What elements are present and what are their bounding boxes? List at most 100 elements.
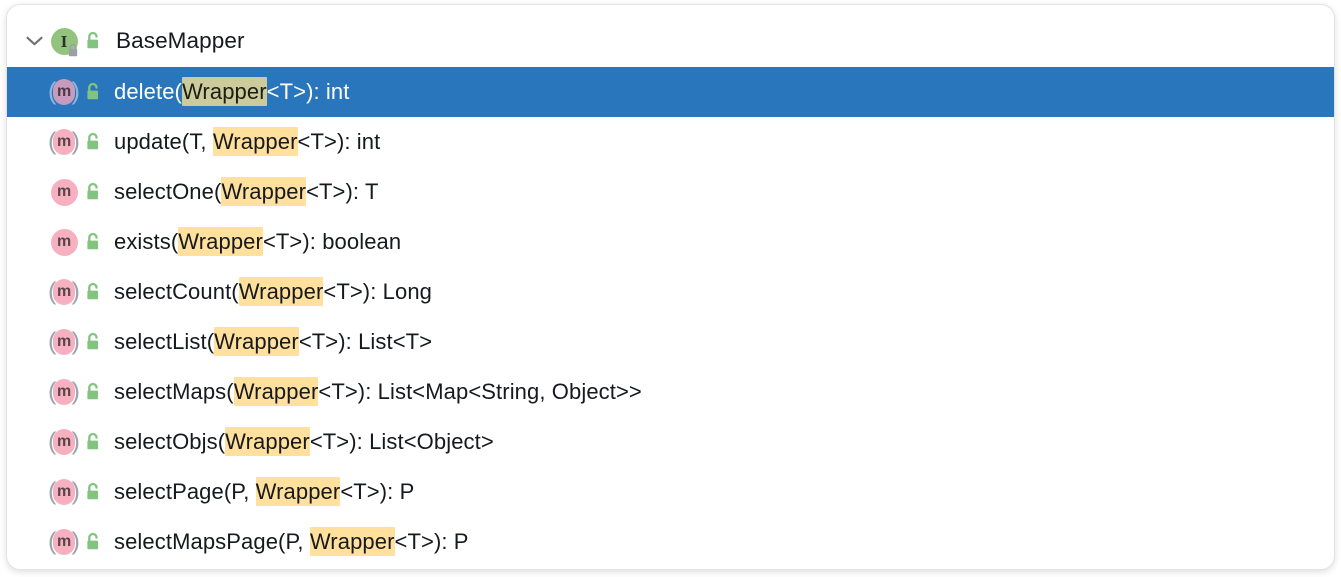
abstract-paren-right: ) xyxy=(71,377,80,406)
method-icon-letter: m xyxy=(50,178,78,206)
method-icon-letter: m xyxy=(53,529,75,555)
abstract-paren-right: ) xyxy=(71,477,80,506)
abstract-paren-right: ) xyxy=(71,77,80,106)
interface-letter: I xyxy=(50,27,78,55)
padlock-open-shape xyxy=(87,282,98,300)
search-match-highlight: Wrapper xyxy=(225,427,310,456)
abstract-paren-right: ) xyxy=(71,277,80,306)
padlock-open-shape xyxy=(87,332,98,350)
padlock-open-shape xyxy=(87,232,98,250)
abstract-paren-left: ( xyxy=(48,127,57,156)
signature-suffix: <T>): int xyxy=(297,129,381,154)
lock-closed-icon xyxy=(68,43,78,57)
tree-node-basemapper[interactable]: I BaseMapper xyxy=(7,16,1334,66)
default-method-icon: m xyxy=(49,177,79,207)
padlock-open-shape xyxy=(87,382,98,400)
method-icon-letter: m xyxy=(53,329,75,355)
method-icon-shape: ()m xyxy=(48,427,80,457)
public-unlocked-icon xyxy=(80,329,106,355)
padlock-open-shape xyxy=(87,182,98,200)
member-row[interactable]: ()m selectMapsPage(P, Wrapper<T>): P xyxy=(7,517,1334,567)
public-unlocked-icon xyxy=(80,129,106,155)
member-signature: update(T, Wrapper<T>): int xyxy=(106,127,381,156)
padlock-open-shape xyxy=(87,432,98,450)
member-row[interactable]: m exists(Wrapper<T>): boolean xyxy=(7,217,1334,267)
method-icon-shape: ()m xyxy=(48,377,80,407)
signature-prefix: selectList( xyxy=(114,329,215,354)
signature-suffix: <T>): List<T> xyxy=(298,329,433,354)
member-row[interactable]: ()m update(T, Wrapper<T>): int xyxy=(7,117,1334,167)
abstract-paren-left: ( xyxy=(48,427,57,456)
member-row[interactable]: m selectOne(Wrapper<T>): T xyxy=(7,167,1334,217)
padlock-open-shape xyxy=(87,31,98,49)
abstract-method-icon: ()m xyxy=(48,327,80,357)
signature-prefix: update(T, xyxy=(114,129,213,154)
abstract-paren-left: ( xyxy=(48,477,57,506)
member-row[interactable]: ()m selectPage(P, Wrapper<T>): P xyxy=(7,467,1334,517)
signature-suffix: <T>): boolean xyxy=(262,229,402,254)
signature-prefix: selectMaps( xyxy=(114,379,234,404)
default-method-icon: m xyxy=(49,227,79,257)
abstract-method-icon: ()m xyxy=(48,427,80,457)
abstract-paren-left: ( xyxy=(48,377,57,406)
signature-suffix: <T>): List<Object> xyxy=(309,429,494,454)
search-match-highlight: Wrapper xyxy=(181,77,267,106)
method-icon-letter: m xyxy=(53,379,75,405)
member-signature: selectPage(P, Wrapper<T>): P xyxy=(106,477,414,506)
search-match-highlight: Wrapper xyxy=(238,277,324,306)
public-unlocked-icon xyxy=(80,79,106,105)
chevron-down-icon[interactable] xyxy=(25,36,43,46)
signature-suffix: <T>): int xyxy=(266,79,350,104)
signature-prefix: delete( xyxy=(114,79,182,104)
signature-suffix: <T>): List<Map<String, Object>> xyxy=(318,379,642,404)
method-icon-shape: ()m xyxy=(48,77,80,107)
public-unlocked-icon xyxy=(80,429,106,455)
signature-prefix: exists( xyxy=(114,229,179,254)
method-icon-shape: ()m xyxy=(48,127,80,157)
member-signature: exists(Wrapper<T>): boolean xyxy=(106,227,402,256)
padlock-open-shape xyxy=(87,482,98,500)
search-match-highlight: Wrapper xyxy=(233,377,319,406)
public-unlocked-icon xyxy=(80,279,106,305)
search-match-highlight: Wrapper xyxy=(309,527,395,556)
signature-suffix: <T>): P xyxy=(394,529,469,554)
abstract-method-icon: ()m xyxy=(48,277,80,307)
method-icon-letter: m xyxy=(53,279,75,305)
signature-suffix: <T>): T xyxy=(306,179,379,204)
member-signature: selectCount(Wrapper<T>): Long xyxy=(106,277,432,306)
abstract-paren-right: ) xyxy=(71,327,80,356)
member-row[interactable]: ()m selectCount(Wrapper<T>): Long xyxy=(7,267,1334,317)
member-signature: selectMaps(Wrapper<T>): List<Map<String,… xyxy=(106,377,642,406)
member-signature: selectMapsPage(P, Wrapper<T>): P xyxy=(106,527,469,556)
public-unlocked-icon xyxy=(80,529,106,555)
expand-collapse-toggle[interactable] xyxy=(19,36,49,46)
method-icon-shape: m xyxy=(49,227,79,257)
member-row[interactable]: ()m delete(Wrapper<T>): int xyxy=(7,67,1334,117)
abstract-method-icon: ()m xyxy=(48,377,80,407)
padlock-open-shape xyxy=(87,82,98,100)
method-icon-shape: ()m xyxy=(48,277,80,307)
padlock-open-shape xyxy=(87,532,98,550)
abstract-method-icon: ()m xyxy=(48,527,80,557)
method-icon-letter: m xyxy=(53,79,75,105)
signature-prefix: selectPage(P, xyxy=(114,479,256,504)
method-icon-shape: ()m xyxy=(48,477,80,507)
method-icon-shape: m xyxy=(49,177,79,207)
search-match-highlight: Wrapper xyxy=(255,477,341,506)
node-label-basemapper: BaseMapper xyxy=(116,27,245,53)
method-icon-letter: m xyxy=(53,479,75,505)
member-signature: selectObjs(Wrapper<T>): List<Object> xyxy=(106,427,494,456)
method-icon-letter: m xyxy=(50,228,78,256)
search-match-highlight: Wrapper xyxy=(221,177,307,206)
signature-prefix: selectObjs( xyxy=(114,429,226,454)
member-row[interactable]: ()m selectMaps(Wrapper<T>): List<Map<Stri… xyxy=(7,367,1334,417)
member-signature: delete(Wrapper<T>): int xyxy=(106,77,350,106)
member-row[interactable]: ()m selectObjs(Wrapper<T>): List<Object> xyxy=(7,417,1334,467)
method-icon-letter: m xyxy=(53,429,75,455)
abstract-paren-right: ) xyxy=(71,427,80,456)
signature-prefix: selectOne( xyxy=(114,179,222,204)
method-icon-shape: ()m xyxy=(48,327,80,357)
search-match-highlight: Wrapper xyxy=(178,227,263,256)
